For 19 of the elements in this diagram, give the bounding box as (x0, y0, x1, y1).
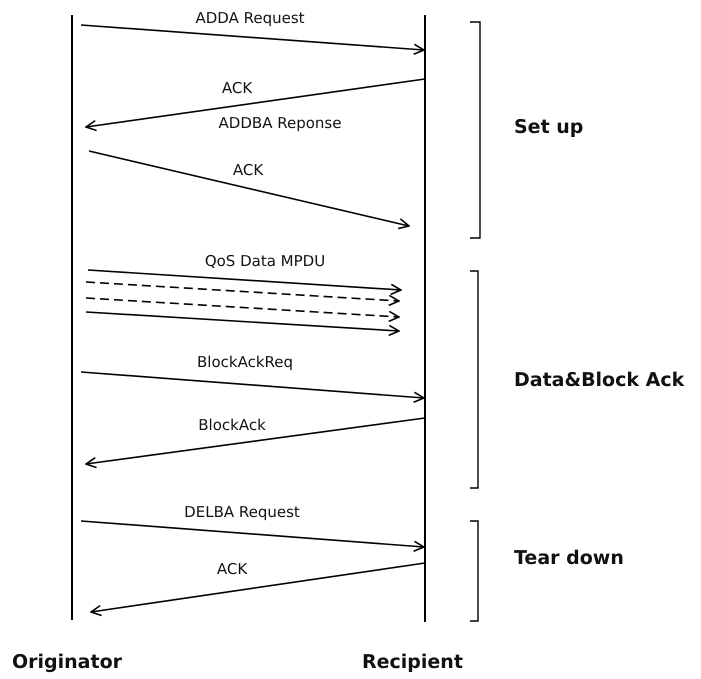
arrow (86, 297, 400, 322)
arrow (80, 520, 425, 552)
participant-label: Originator (12, 651, 122, 673)
arrow (80, 371, 425, 404)
arrow (80, 24, 425, 56)
arrow (88, 150, 410, 230)
phase-label: Set up (514, 116, 584, 138)
edge-label: ADDA Request (193, 9, 307, 27)
arrow (86, 311, 400, 336)
phase-label: Tear down (514, 547, 624, 569)
message-label: ADDBA Reponse (216, 114, 344, 132)
participant-label: Recipient (362, 651, 463, 673)
arrow (85, 417, 426, 468)
arrow (90, 562, 426, 616)
arrow (86, 281, 400, 306)
phase-label: Data&Block Ack (514, 369, 684, 391)
arrow (85, 78, 426, 132)
edge-label: BlockAckReq (195, 353, 295, 371)
arrow (88, 269, 402, 296)
